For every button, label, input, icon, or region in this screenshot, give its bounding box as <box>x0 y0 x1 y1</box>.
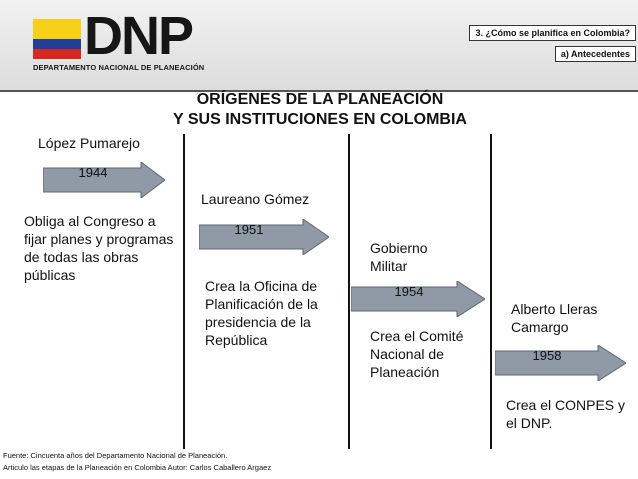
column-divider <box>183 134 185 449</box>
year-arrow: 1958 <box>495 345 626 381</box>
title-line-2: Y SUS INSTITUCIONES EN COLOMBIA <box>173 111 467 128</box>
year-label: 1951 <box>234 222 264 237</box>
event-description: Obliga al Congreso a fijar planes y prog… <box>24 213 174 283</box>
leader-name: López Pumarejo <box>38 135 140 151</box>
year-arrow: 1954 <box>351 281 485 317</box>
event-description: Crea la Oficina de Planificación de la p… <box>205 278 318 348</box>
column-divider <box>490 134 492 449</box>
year-arrow: 1944 <box>43 162 165 198</box>
logo-subtitle: DEPARTAMENTO NACIONAL DE PLANEACIÓN <box>33 63 205 72</box>
event-description: Crea el CONPES y el DNP. <box>506 397 626 431</box>
footer-line-1: Fuente: Cincuenta años del Departamento … <box>3 451 228 460</box>
leader-name: Laureano Gómez <box>201 191 310 207</box>
year-label: 1954 <box>394 284 424 299</box>
column-divider <box>348 134 350 449</box>
breadcrumb-subsection: a) Antecedentes <box>554 46 636 62</box>
leader-name: Gobierno Militar <box>370 240 428 274</box>
header-bar: DNP DEPARTAMENTO NACIONAL DE PLANEACIÓN … <box>0 0 638 92</box>
page-title: ORÍGENES DE LA PLANEACIÓN Y SUS INSTITUC… <box>150 90 490 130</box>
event-description: Crea el Comité Nacional de Planeación <box>370 328 464 380</box>
dnp-logo: DNP <box>84 6 194 66</box>
year-arrow: 1951 <box>199 219 329 255</box>
title-line-1: ORÍGENES DE LA PLANEACIÓN <box>196 91 444 108</box>
leader-name: Alberto Lleras Camargo <box>511 301 598 335</box>
year-label: 1944 <box>78 165 108 180</box>
breadcrumb-section: 3. ¿Cómo se planifica en Colombia? <box>469 25 636 41</box>
source-footer: Fuente: Cincuenta años del Departamento … <box>3 450 271 474</box>
year-label: 1958 <box>532 348 562 363</box>
colombia-flag-icon <box>33 19 81 59</box>
footer-line-2: Articulo las etapas de la Planeación en … <box>3 463 272 472</box>
